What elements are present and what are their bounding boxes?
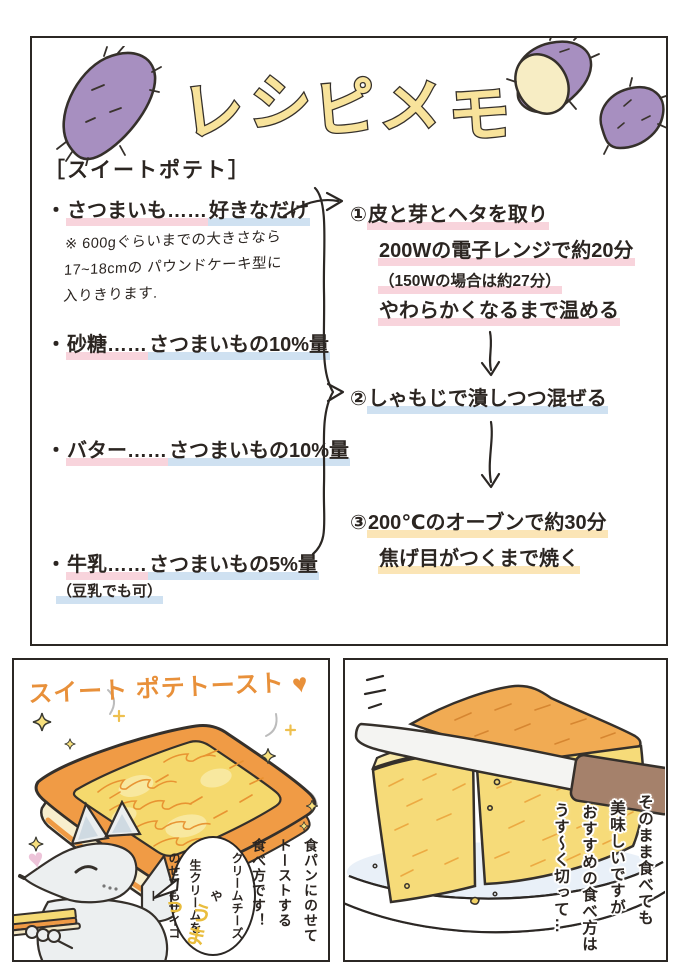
ingredient-name: 牛乳…… xyxy=(66,548,148,580)
sweet-potato-illustration-left xyxy=(56,46,162,166)
bubble-line-1: クリームチーズや xyxy=(209,852,244,940)
milk-substitute-note: （豆乳でも可） xyxy=(56,580,164,604)
toast-caption: 食パンにのせて トーストする 食べ方です！ xyxy=(246,838,324,960)
arrow-step2-to-step3 xyxy=(488,420,493,484)
caption-line-2: 美味しいですが xyxy=(608,800,625,916)
sweet-potato-illustration-right xyxy=(506,38,666,155)
caption-line-1: 食パンにのせて xyxy=(303,838,319,943)
bullet: ・ xyxy=(46,200,66,222)
ingredient-butter: ・バター……さつまいもの10%量 xyxy=(46,434,351,466)
fox-paw xyxy=(25,925,61,943)
step1-text3: （150Wの場合は約27分） xyxy=(378,269,562,294)
bullet: ・ xyxy=(46,334,66,356)
step1-line4: やわらかくなるまで温める xyxy=(378,294,620,326)
ingredient-name: バター…… xyxy=(66,434,168,466)
step3-number: ③ xyxy=(350,512,367,534)
step1-line2: 200Wの電子レンジで約20分 xyxy=(378,234,635,266)
speech-bubble: クリームチーズや 生クリームを のせてもサイコー xyxy=(146,836,256,956)
speech-bubble-text: クリームチーズや 生クリームを のせてもサイコー xyxy=(146,847,247,945)
caption-line-1: そのまま食べても xyxy=(636,794,653,926)
topping-scorch-texture xyxy=(97,749,264,847)
ingredient-name: さつまいも…… xyxy=(66,194,208,226)
step2-text1: しゃもじで潰しつつ混ぜる xyxy=(366,382,608,414)
crumbs xyxy=(372,863,498,905)
step3-text1: 200℃のオーブンで約30分 xyxy=(366,506,608,538)
arrow-step1-to-step2 xyxy=(488,330,493,372)
step2-line1: ②しゃもじで潰しつつ混ぜる xyxy=(350,382,608,414)
caption-line-2: トーストする xyxy=(277,838,293,928)
steam-curl xyxy=(107,689,115,715)
bullet: ・ xyxy=(46,440,66,462)
step3-line1: ③200℃のオーブンで約30分 xyxy=(350,506,608,538)
arrow-to-step1 xyxy=(282,199,340,218)
ingredient-sweet-potato: ・さつまいも……好きなだけ xyxy=(46,194,310,226)
ingredient-name: 砂糖…… xyxy=(66,328,148,360)
bubble-line-3: のせてもサイコー xyxy=(146,852,181,940)
ingredients-brace xyxy=(311,186,335,556)
title-char-4: メ xyxy=(377,70,446,145)
step1-text2: 200Wの電子レンジで約20分 xyxy=(378,234,635,266)
fox-closed-eye xyxy=(74,865,98,874)
knife-handle xyxy=(569,753,665,816)
speech-bubble-tail xyxy=(153,878,179,899)
step1-line1: ①皮と芽とヘタを取り xyxy=(350,198,549,230)
fox-head xyxy=(22,842,138,904)
recipe-memo-panel: レ シ ピ メ モ ［スイートポテト］ ・さつまいも……好きなだけ ※ 600g… xyxy=(30,36,668,646)
step3-text2: 焦げ目がつくまで焼く xyxy=(378,542,580,574)
cutting-comic-panel: そのまま食べても 美味しいですが おすすめの食べ方は うす〜く切って… xyxy=(343,658,668,962)
baked-sweet-potato-cutting-illustration xyxy=(345,674,665,934)
step1-number: ① xyxy=(350,204,367,226)
arrow-to-step2 xyxy=(326,382,345,403)
step1-text4: やわらかくなるまで温める xyxy=(378,294,620,326)
knife-blade xyxy=(354,722,589,794)
step2-number: ② xyxy=(350,388,367,410)
step1-text1: 皮と芽とヘタを取り xyxy=(366,198,549,230)
fox-nose xyxy=(18,874,26,880)
title-char-5: モ xyxy=(446,79,513,152)
ingredient-amount: さつまいもの5%量 xyxy=(148,548,319,580)
recipe-name: ［スイートポテト］ xyxy=(44,159,251,182)
title-char-3: ピ xyxy=(311,72,379,146)
bullet: ・ xyxy=(46,554,66,576)
cut-caption: そのまま食べても 美味しいですが おすすめの食べ方は うす〜く切って… xyxy=(546,794,658,960)
ingredient-amount: さつまいもの10%量 xyxy=(148,328,331,360)
caption-line-3: 食べ方です！ xyxy=(251,838,267,928)
title-char-2: シ xyxy=(245,68,314,143)
title-lettering: レ シ ピ メ モ xyxy=(180,67,514,154)
milk-note-text: （豆乳でも可） xyxy=(56,580,164,604)
caption-line-3: おすすめの食べ方は xyxy=(580,804,597,953)
cut-slice xyxy=(371,752,477,904)
bubble-line-2: 生クリームを xyxy=(188,858,202,934)
step1-line3: （150Wの場合は約27分） xyxy=(378,269,562,294)
flow-arrows xyxy=(282,186,501,556)
title-char-1: レ xyxy=(180,73,248,149)
motion-marks xyxy=(363,674,387,710)
ingredient-amount: さつまいもの10%量 xyxy=(168,434,351,466)
step3-line2: 焦げ目がつくまで焼く xyxy=(378,542,580,574)
caption-line-4: うす〜く切って… xyxy=(552,802,569,934)
toast-comic-panel: スイート ポテトースト ♥ ♥ クリームチーズや 生クリ xyxy=(12,658,330,962)
heart-icon: ♥ xyxy=(289,666,312,700)
ingredient-sugar: ・砂糖……さつまいもの10%量 xyxy=(46,328,331,360)
ingredient-milk: ・牛乳……さつまいもの5%量 xyxy=(46,548,319,580)
